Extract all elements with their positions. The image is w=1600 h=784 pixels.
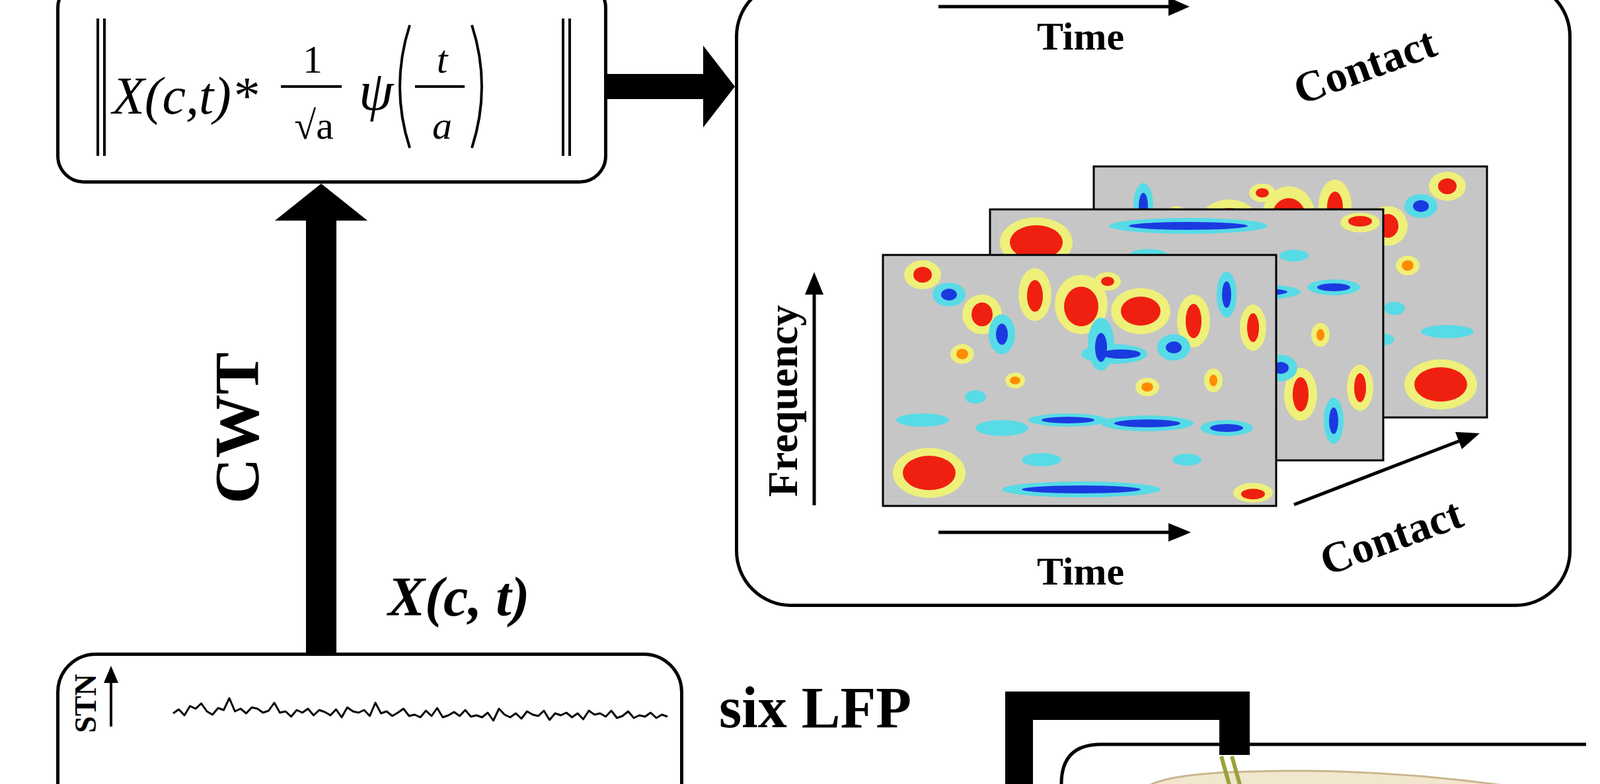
formula-strokes bbox=[97, 18, 570, 156]
axis-label: Time bbox=[1036, 551, 1125, 592]
drawing-part bbox=[812, 290, 817, 506]
axis-arrows bbox=[804, 272, 1480, 542]
drawing-part bbox=[1231, 756, 1242, 784]
formula-term: 1 bbox=[302, 39, 323, 80]
electrode-leads bbox=[1221, 756, 1242, 784]
time-frequency-panel: TimeContactFrequencyTimeContact bbox=[734, 0, 1572, 608]
drawing-part bbox=[1168, 523, 1191, 542]
drawing-part bbox=[938, 5, 1177, 9]
formula-term: t bbox=[436, 39, 449, 80]
annotation: six LFP bbox=[719, 679, 912, 738]
lfp-waveform bbox=[173, 698, 668, 722]
brain-panel bbox=[1061, 744, 1587, 784]
drawing-part bbox=[882, 255, 1277, 507]
drawing-part bbox=[1455, 432, 1480, 450]
drawing-part bbox=[804, 272, 824, 295]
brain bbox=[1142, 771, 1531, 784]
time-axis-arrow bbox=[938, 0, 1190, 16]
drawing-part bbox=[471, 25, 482, 149]
block-arrow bbox=[607, 45, 735, 128]
drawing-part bbox=[568, 18, 572, 156]
axis-label: Contact bbox=[1288, 20, 1443, 113]
drawing-part bbox=[96, 18, 100, 156]
drawing-part bbox=[1221, 756, 1231, 784]
signal-name: X(c, t) bbox=[387, 569, 531, 626]
spectrogram-panel bbox=[882, 255, 1277, 507]
channel-label: STN bbox=[70, 674, 102, 733]
drawing-part bbox=[103, 18, 106, 156]
drawing-part bbox=[1005, 691, 1250, 721]
block-arrow bbox=[274, 183, 368, 653]
drawing-part bbox=[1005, 691, 1033, 784]
axis-label: Time bbox=[1036, 16, 1125, 57]
connector-frame bbox=[1005, 691, 1250, 784]
formula-term: a bbox=[432, 105, 453, 146]
drawing-part bbox=[109, 680, 113, 727]
drawing-part bbox=[882, 255, 1277, 507]
formula-term: X(c,t)* bbox=[112, 69, 258, 123]
axis-label: Contact bbox=[1314, 491, 1469, 584]
signal-box: STN bbox=[56, 652, 684, 784]
drawing-part bbox=[280, 85, 342, 88]
axis-label: Frequency bbox=[761, 305, 805, 497]
signal-arrow bbox=[103, 666, 119, 727]
drawing-part bbox=[103, 666, 119, 684]
drawing-part bbox=[561, 18, 565, 156]
arrow-label: CWT bbox=[205, 352, 269, 504]
drawing-part bbox=[1168, 0, 1190, 16]
drawing-part bbox=[938, 531, 1177, 535]
formula-term: √a bbox=[294, 105, 334, 146]
formula-box: X(c,t)* 1 √a ψ ta bbox=[56, 0, 608, 184]
drawing-part bbox=[399, 25, 410, 149]
drawing-part bbox=[1294, 439, 1464, 505]
formula-term: ψ bbox=[358, 63, 394, 119]
drawing-part bbox=[415, 85, 465, 88]
